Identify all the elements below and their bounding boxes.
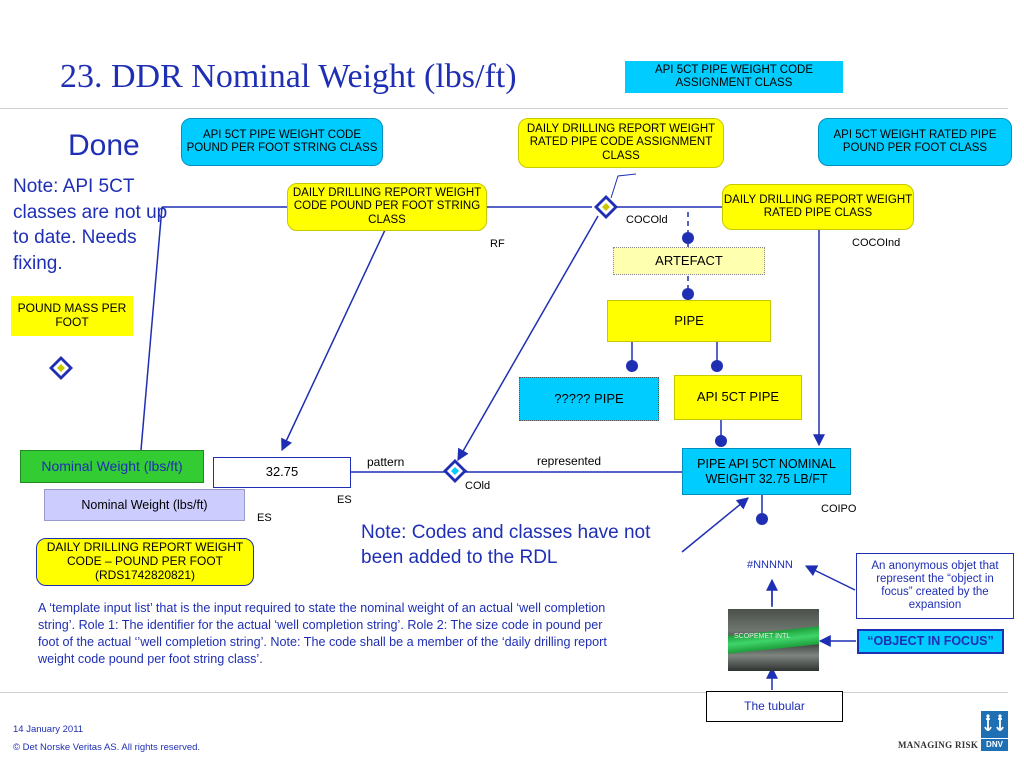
connector-circle-unknown	[626, 360, 638, 372]
hook-line	[610, 173, 637, 199]
cocold-label: COCOld	[626, 214, 668, 226]
nominal-weight-lavender-label: Nominal Weight (lbs/ft)	[81, 497, 208, 512]
line-to-value	[281, 229, 386, 452]
tubular-photo: SCOPEMET INTL	[728, 609, 819, 671]
api-rated-ppf-label: API 5CT WEIGHT RATED PIPE POUND PER FOOT…	[833, 128, 997, 154]
ddr-rated-pipe-label: DAILY DRILLING REPORT WEIGHT RATED PIPE …	[723, 193, 913, 219]
api-weight-code-assignment-box: API 5CT PIPE WEIGHT CODE ASSIGNMENT CLAS…	[625, 61, 843, 93]
api-code-ppf-string-box: API 5CT PIPE WEIGHT CODE POUND PER FOOT …	[181, 118, 383, 166]
pound-mass-label: POUND MASS PER FOOT	[17, 301, 127, 329]
pipe-label: PIPE	[674, 312, 704, 328]
ddr-code-ppf-string-box: DAILY DRILLING REPORT WEIGHT CODE POUND …	[287, 183, 487, 231]
api-pipe-box: API 5CT PIPE	[674, 375, 802, 420]
ddr-rated-code-assignment-label: DAILY DRILLING REPORT WEIGHT RATED PIPE …	[526, 123, 716, 162]
line-anon-to-nnnnn	[804, 565, 856, 591]
ddr-rated-code-assignment-box: DAILY DRILLING REPORT WEIGHT RATED PIPE …	[518, 118, 724, 168]
rf-label: RF	[490, 238, 505, 250]
api-rated-ppf-box: API 5CT WEIGHT RATED PIPE POUND PER FOOT…	[818, 118, 1012, 166]
page-title: 23. DDR Nominal Weight (lbs/ft)	[60, 58, 517, 95]
pipe-nominal-box: PIPE API 5CT NOMINAL WEIGHT 32.75 LB/FT	[682, 448, 851, 495]
es-label-1: ES	[337, 494, 352, 506]
footer-copyright: © Det Norske Veritas AS. All rights rese…	[13, 742, 201, 753]
tubular-box: The tubular	[706, 691, 843, 722]
connector-circle-nominal	[715, 435, 727, 447]
tubular-label: The tubular	[744, 698, 805, 713]
unknown-pipe-label: ????? PIPE	[554, 390, 624, 406]
ddr-weight-code-rds-label: DAILY DRILLING REPORT WEIGHT CODE – POUN…	[46, 540, 244, 582]
note-codes: Note: Codes and classes have not been ad…	[361, 522, 651, 568]
coipo-label: COIPO	[821, 503, 857, 515]
value-box: 32.75	[213, 457, 351, 488]
api-code-ppf-string-label: API 5CT PIPE WEIGHT CODE POUND PER FOOT …	[186, 128, 378, 154]
diamond-icon-top	[594, 195, 618, 219]
api-pipe-label: API 5CT PIPE	[696, 389, 780, 405]
connector-circle-coipo	[756, 513, 768, 525]
ddr-rated-pipe-box: DAILY DRILLING REPORT WEIGHT RATED PIPE …	[722, 184, 914, 230]
connector-circle-pipe	[682, 288, 694, 300]
nominal-weight-green-box: Nominal Weight (lbs/ft)	[20, 450, 204, 483]
footer-divider	[0, 692, 1008, 693]
managing-risk-text: MANAGING RISK	[898, 740, 979, 750]
connector-circle-api	[711, 360, 723, 372]
object-in-focus-label: “OBJECT IN FOCUS”	[867, 634, 994, 649]
pound-mass-box: POUND MASS PER FOOT	[11, 296, 133, 336]
line-nominal-up	[140, 206, 163, 451]
tubular-green-band	[728, 626, 819, 654]
pipe-nominal-label: PIPE API 5CT NOMINAL WEIGHT 32.75 LB/FT	[697, 457, 836, 486]
diamond-icon-left	[49, 356, 73, 380]
pipe-box: PIPE	[607, 300, 771, 342]
ddr-code-ppf-string-label: DAILY DRILLING REPORT WEIGHT CODE POUND …	[292, 187, 482, 226]
dnv-logo-mark-icon	[981, 711, 1008, 738]
line-to-cold-diamond	[457, 215, 599, 462]
dnv-logo-text: DNV	[981, 739, 1008, 751]
artefact-label: ARTEFACT	[655, 252, 723, 268]
done-label: Done	[68, 129, 140, 162]
anonymous-object-note: An anonymous objet that represent the “o…	[856, 553, 1014, 619]
unknown-pipe-box: ????? PIPE	[519, 377, 659, 421]
es-label-2: ES	[257, 512, 272, 524]
ddr-weight-code-rds-box: DAILY DRILLING REPORT WEIGHT CODE – POUN…	[36, 538, 254, 586]
tubular-photo-text: SCOPEMET INTL	[734, 633, 791, 640]
artefact-box: ARTEFACT	[613, 247, 765, 275]
connector-circle-artefact	[682, 232, 694, 244]
nnnnn-label: #NNNNN	[747, 559, 793, 571]
line-note-arrow	[681, 497, 749, 553]
anonymous-object-label: An anonymous objet that represent the “o…	[871, 559, 999, 612]
represented-label: represented	[537, 454, 602, 468]
cold-label: COld	[465, 480, 491, 492]
value-label: 32.75	[265, 464, 299, 480]
dnv-logo: DNV	[981, 711, 1008, 751]
description-paragraph: A ‘template input list’ that is the inpu…	[38, 601, 607, 666]
footer-date: 14 January 2011	[13, 724, 84, 735]
nominal-weight-green-label: Nominal Weight (lbs/ft)	[41, 458, 183, 475]
diamond-icon-cold	[443, 459, 467, 483]
nominal-weight-lavender-box: Nominal Weight (lbs/ft)	[44, 489, 245, 521]
pattern-label: pattern	[367, 455, 405, 469]
note-classes: Note: API 5CT classes are not up to date…	[13, 176, 168, 274]
title-divider	[0, 108, 1008, 109]
api-weight-code-assignment-label: API 5CT PIPE WEIGHT CODE ASSIGNMENT CLAS…	[654, 63, 814, 89]
object-in-focus-box: “OBJECT IN FOCUS”	[857, 629, 1004, 654]
cocoind-label: COCOInd	[852, 237, 901, 249]
